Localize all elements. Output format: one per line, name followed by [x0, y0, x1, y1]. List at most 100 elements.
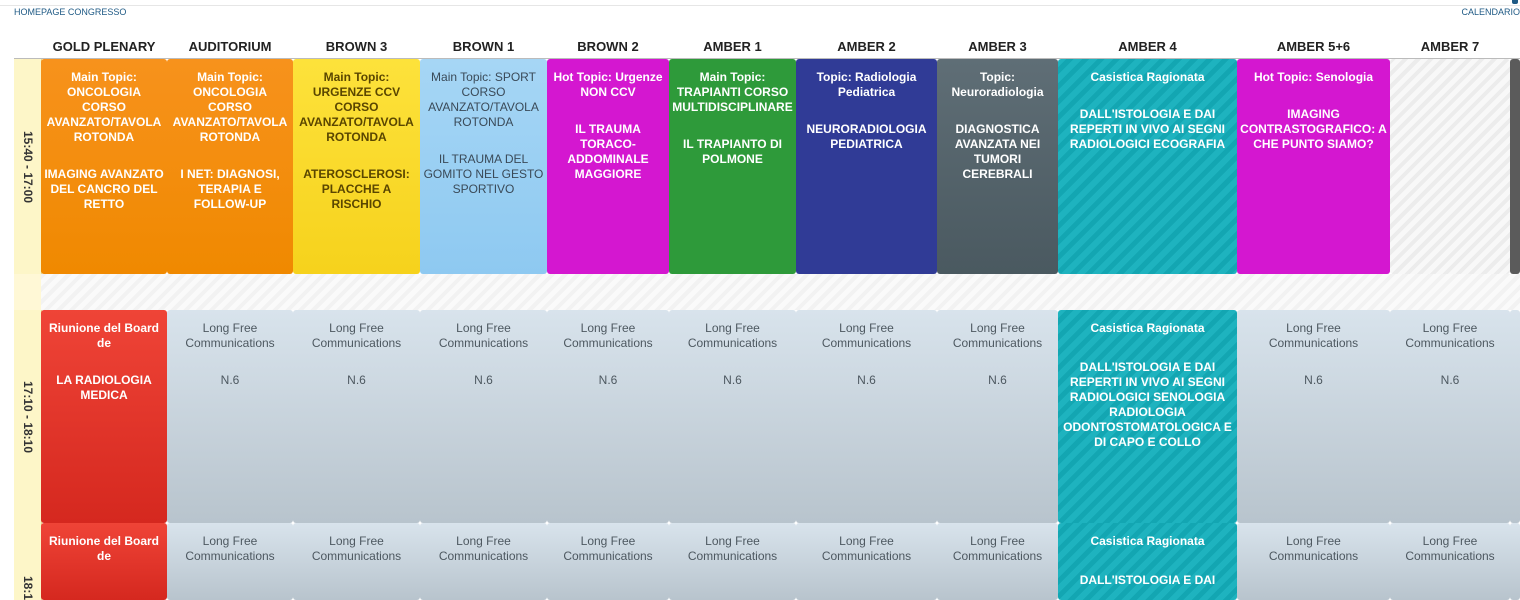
session-title: Casistica Ragionata — [1090, 321, 1205, 335]
session-card[interactable]: Long Free Communications N.6 — [1390, 310, 1510, 523]
session-card[interactable]: Long Free Communications N.6 — [1237, 310, 1390, 523]
session-subtitle: IL TRAPIANTO DI POLMONE — [683, 137, 782, 166]
session-subtitle: ATEROSCLEROSI: PLACCHE A RISCHIO — [303, 167, 410, 211]
session-card[interactable]: Main Topic: URGENZE CCV CORSO AVANZATO/T… — [293, 59, 420, 274]
time-slot-1: 15:40 - 17:00 — [14, 59, 42, 274]
session-subtitle: N.6 — [220, 373, 240, 387]
session-subtitle: IL TRAUMA TORACO-ADDOMINALE MAGGIORE — [567, 122, 649, 181]
session-title: Topic: Radiologia Pediatrica — [816, 70, 917, 99]
session-title: Long Free Communications — [311, 321, 402, 350]
session-title: Long Free Communications — [687, 534, 778, 563]
session-title: Casistica Ragionata — [1090, 70, 1205, 84]
session-card[interactable]: Long Free Communications N.6 — [293, 310, 420, 523]
room-header-amber-2: AMBER 2 — [837, 39, 896, 54]
session-card[interactable]: Long Free Communications N.6 — [167, 310, 293, 523]
session-title: Long Free Communications — [438, 321, 529, 350]
session-title: Long Free Communications — [952, 321, 1043, 350]
session-card[interactable]: Topic: Radiologia Pediatrica NEURORADIOL… — [796, 59, 937, 274]
session-title: Hot Topic: Urgenze NON CCV — [553, 70, 663, 99]
room-header-amber-5-6: AMBER 5+6 — [1276, 39, 1351, 54]
session-card[interactable]: Riunione del Board de — [41, 523, 167, 600]
session-title: Long Free Communications — [1268, 534, 1359, 563]
session-subtitle: DALL'ISTOLOGIA E DAI — [1079, 573, 1216, 587]
session-card[interactable]: Long Free Communications N.6 — [669, 310, 796, 523]
session-title: Long Free Communications — [821, 534, 912, 563]
session-subtitle: IL TRAUMA DEL GOMITO NEL GESTO SPORTIVO — [423, 152, 544, 196]
session-title: Main Topic: TRAPIANTI CORSO MULTIDISCIPL… — [672, 70, 793, 114]
session-card[interactable]: Long Free Communications N.6 — [937, 310, 1058, 523]
time-slot-3: 18:1 — [14, 523, 42, 600]
session-card[interactable]: Long Free Communications — [937, 523, 1058, 600]
session-subtitle: DIAGNOSTICA AVANZATA NEI TUMORI CEREBRAL… — [954, 122, 1041, 181]
session-title: Long Free Communications — [687, 321, 778, 350]
room-header-brown-1: BROWN 1 — [452, 39, 515, 54]
session-card[interactable]: Long Free Communications — [167, 523, 293, 600]
time-slot-label: 18:1 — [20, 576, 35, 600]
session-title: Long Free Communications — [438, 534, 529, 563]
session-subtitle: IMAGING AVANZATO DEL CANCRO DEL RETTO — [44, 167, 164, 211]
clipped-session-card[interactable] — [1510, 523, 1520, 600]
session-card[interactable]: Hot Topic: Senologia IMAGING CONTRASTOGR… — [1237, 59, 1390, 274]
room-header-brown-3: BROWN 3 — [325, 39, 388, 54]
time-slot-label: 17:10 - 18:10 — [20, 380, 35, 453]
session-card[interactable]: Casistica Ragionata DALL'ISTOLOGIA E DAI… — [1058, 310, 1237, 523]
session-subtitle: IMAGING CONTRASTOGRAFICO: A CHE PUNTO SI… — [1240, 107, 1387, 151]
room-header-gold-plenary: GOLD PLENARY — [52, 39, 156, 54]
clipped-session-card[interactable] — [1510, 59, 1520, 274]
top-bar: HOMEPAGE CONGRESSO CALENDARIO — [0, 0, 1520, 22]
session-subtitle: N.6 — [598, 373, 618, 387]
session-title: Casistica Ragionata — [1090, 534, 1205, 548]
session-subtitle: I NET: DIAGNOSI, TERAPIA E FOLLOW-UP — [180, 167, 280, 211]
session-card[interactable]: Topic: Neuroradiologia DIAGNOSTICA AVANZ… — [937, 59, 1058, 274]
room-header-brown-2: BROWN 2 — [577, 39, 639, 54]
room-header-amber-3: AMBER 3 — [968, 39, 1027, 54]
homepage-link[interactable]: HOMEPAGE CONGRESSO — [14, 7, 127, 17]
session-card[interactable]: Riunione del Board de LA RADIOLOGIA MEDI… — [41, 310, 167, 523]
room-header-amber-1: AMBER 1 — [703, 39, 762, 54]
session-card[interactable]: Long Free Communications — [420, 523, 547, 600]
session-title: Long Free Communications — [563, 534, 653, 563]
session-subtitle: NEURORADIOLOGIA PEDIATRICA — [806, 122, 927, 151]
break-gap — [41, 274, 1520, 310]
session-title: Long Free Communications — [821, 321, 912, 350]
session-title: Riunione del Board de — [48, 534, 159, 563]
session-subtitle: DALL'ISTOLOGIA E DAI REPERTI IN VIVO AI … — [1069, 107, 1226, 151]
room-header-amber-7: AMBER 7 — [1420, 39, 1480, 54]
session-subtitle: N.6 — [988, 373, 1007, 387]
session-subtitle: N.6 — [1440, 373, 1460, 387]
session-card[interactable]: Main Topic: SPORT CORSO AVANZATO/TAVOLA … — [420, 59, 547, 274]
session-card[interactable]: Hot Topic: Urgenze NON CCV IL TRAUMA TOR… — [547, 59, 669, 274]
session-subtitle: N.6 — [474, 373, 493, 387]
room-header-auditorium: AUDITORIUM — [188, 39, 272, 54]
session-card[interactable]: Main Topic: ONCOLOGIA CORSO AVANZATO/TAV… — [167, 59, 293, 274]
session-title: Main Topic: ONCOLOGIA CORSO AVANZATO/TAV… — [46, 70, 162, 144]
session-card[interactable]: Long Free Communications N.6 — [796, 310, 937, 523]
session-card[interactable]: Main Topic: TRAPIANTI CORSO MULTIDISCIPL… — [669, 59, 796, 274]
session-card[interactable]: Long Free Communications — [796, 523, 937, 600]
session-card[interactable]: Long Free Communications — [547, 523, 669, 600]
session-title: Long Free Communications — [952, 534, 1043, 563]
session-card[interactable]: Main Topic: ONCOLOGIA CORSO AVANZATO/TAV… — [41, 59, 167, 274]
session-card[interactable]: Casistica Ragionata DALL'ISTOLOGIA E DAI — [1058, 523, 1237, 600]
session-card[interactable]: Long Free Communications — [669, 523, 796, 600]
session-card[interactable]: Long Free Communications — [1237, 523, 1390, 600]
session-subtitle: DALL'ISTOLOGIA E DAI REPERTI IN VIVO AI … — [1063, 360, 1232, 449]
session-card[interactable]: Long Free Communications — [293, 523, 420, 600]
corner-marker — [1512, 0, 1518, 4]
session-card[interactable]: Long Free Communications N.6 — [420, 310, 547, 523]
time-slot-label: 15:40 - 17:00 — [20, 130, 35, 203]
time-gap — [14, 274, 42, 310]
clipped-session-card[interactable] — [1510, 310, 1520, 523]
session-title: Riunione del Board de — [48, 321, 159, 350]
session-title: Main Topic: ONCOLOGIA CORSO AVANZATO/TAV… — [172, 70, 288, 144]
session-subtitle: N.6 — [857, 373, 876, 387]
session-card[interactable]: Long Free Communications N.6 — [547, 310, 669, 523]
calendar-link[interactable]: CALENDARIO — [1461, 7, 1520, 17]
session-card[interactable]: Casistica Ragionata DALL'ISTOLOGIA E DAI… — [1058, 59, 1237, 274]
session-card[interactable]: Long Free Communications — [1390, 523, 1510, 600]
session-title: Main Topic: URGENZE CCV CORSO AVANZATO/T… — [299, 70, 414, 144]
session-subtitle: N.6 — [723, 373, 742, 387]
room-header-amber-4: AMBER 4 — [1118, 39, 1177, 54]
session-title: Long Free Communications — [311, 534, 402, 563]
session-title: Long Free Communications — [185, 321, 275, 350]
